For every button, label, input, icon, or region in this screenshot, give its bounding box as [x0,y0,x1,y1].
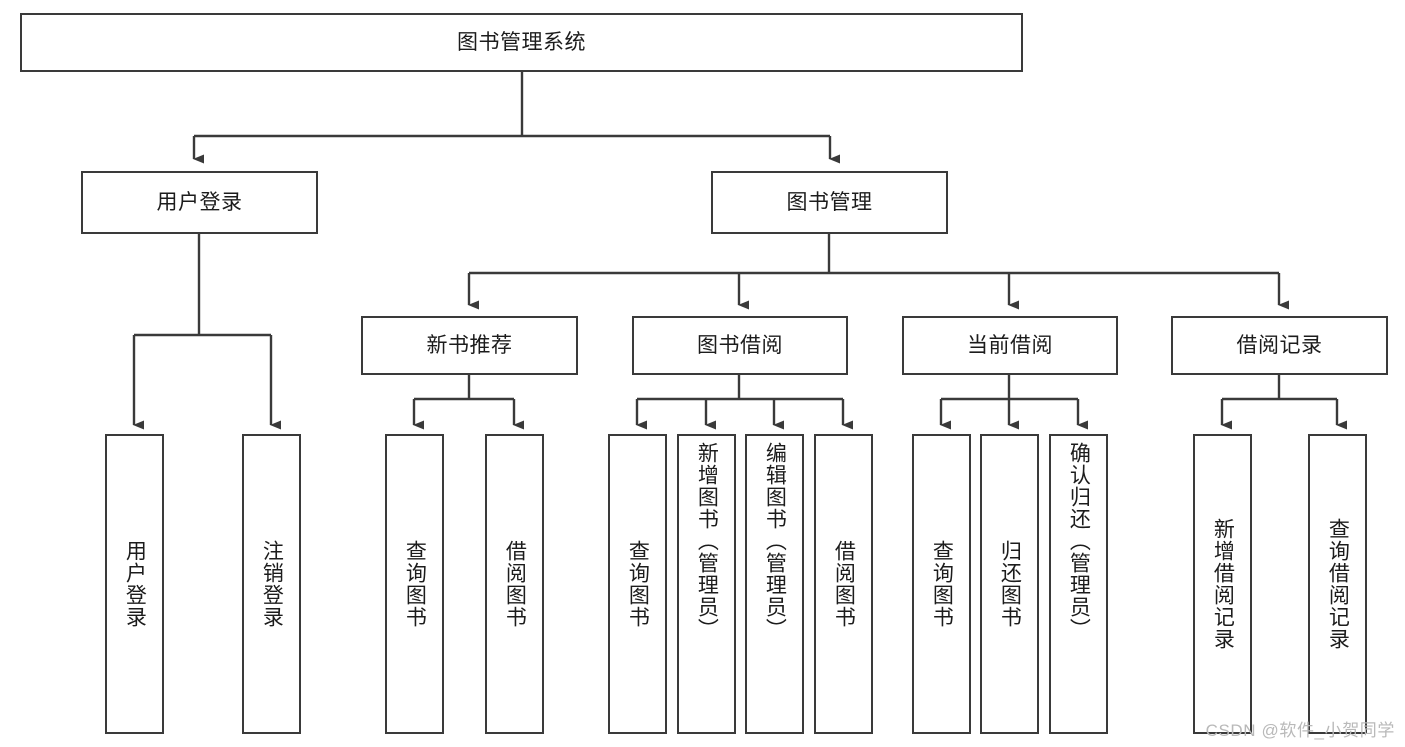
node-label: 编辑图书（管理员） [763,442,787,640]
leaf-new-book-borrow-book[interactable]: 借阅图书 [485,434,544,734]
node-book-borrow[interactable]: 图书借阅 [632,316,848,375]
node-label: 归还图书 [998,540,1022,628]
node-label: 借阅记录 [1236,333,1323,357]
node-label: 新增图书（管理员） [695,442,719,640]
node-borrow-record[interactable]: 借阅记录 [1171,316,1388,375]
node-label: 新增借阅记录 [1211,518,1235,650]
node-label: 注销登录 [260,540,284,628]
node-label: 查询借阅记录 [1326,518,1350,650]
leaf-borrow-record-query-record[interactable]: 查询借阅记录 [1308,434,1367,734]
node-label: 当前借阅 [967,333,1053,357]
node-label: 借阅图书 [832,540,856,628]
leaf-user-login-login[interactable]: 用户登录 [105,434,164,734]
node-user-login[interactable]: 用户登录 [81,171,318,234]
node-label: 借阅图书 [503,540,527,628]
node-label: 新书推荐 [426,333,513,357]
leaf-current-borrow-confirm-return-admin[interactable]: 确认归还（管理员） [1049,434,1108,734]
leaf-book-borrow-edit-book-admin[interactable]: 编辑图书（管理员） [745,434,804,734]
leaf-book-borrow-add-book-admin[interactable]: 新增图书（管理员） [677,434,736,734]
node-label: 确认归还（管理员） [1067,442,1091,640]
node-current-borrow[interactable]: 当前借阅 [902,316,1118,375]
node-book-management[interactable]: 图书管理 [711,171,948,234]
node-label: 查询图书 [930,540,954,628]
leaf-user-login-logout[interactable]: 注销登录 [242,434,301,734]
leaf-book-borrow-borrow-book[interactable]: 借阅图书 [814,434,873,734]
node-label: 查询图书 [403,540,427,628]
node-label: 图书借阅 [697,333,783,357]
leaf-current-borrow-return-book[interactable]: 归还图书 [980,434,1039,734]
node-new-book-recommend[interactable]: 新书推荐 [361,316,578,375]
csdn-watermark: CSDN @软件_小贺同学 [1205,721,1395,740]
node-label: 查询图书 [626,540,650,628]
node-root-book-management-system[interactable]: 图书管理系统 [20,13,1023,72]
node-label: 图书管理系统 [457,30,586,54]
node-label: 用户登录 [156,190,243,214]
leaf-borrow-record-add-record[interactable]: 新增借阅记录 [1193,434,1252,734]
leaf-new-book-query-book[interactable]: 查询图书 [385,434,444,734]
leaf-current-borrow-query-book[interactable]: 查询图书 [912,434,971,734]
node-label: 图书管理 [786,190,873,214]
leaf-book-borrow-query-book[interactable]: 查询图书 [608,434,667,734]
node-label: 用户登录 [123,540,147,628]
